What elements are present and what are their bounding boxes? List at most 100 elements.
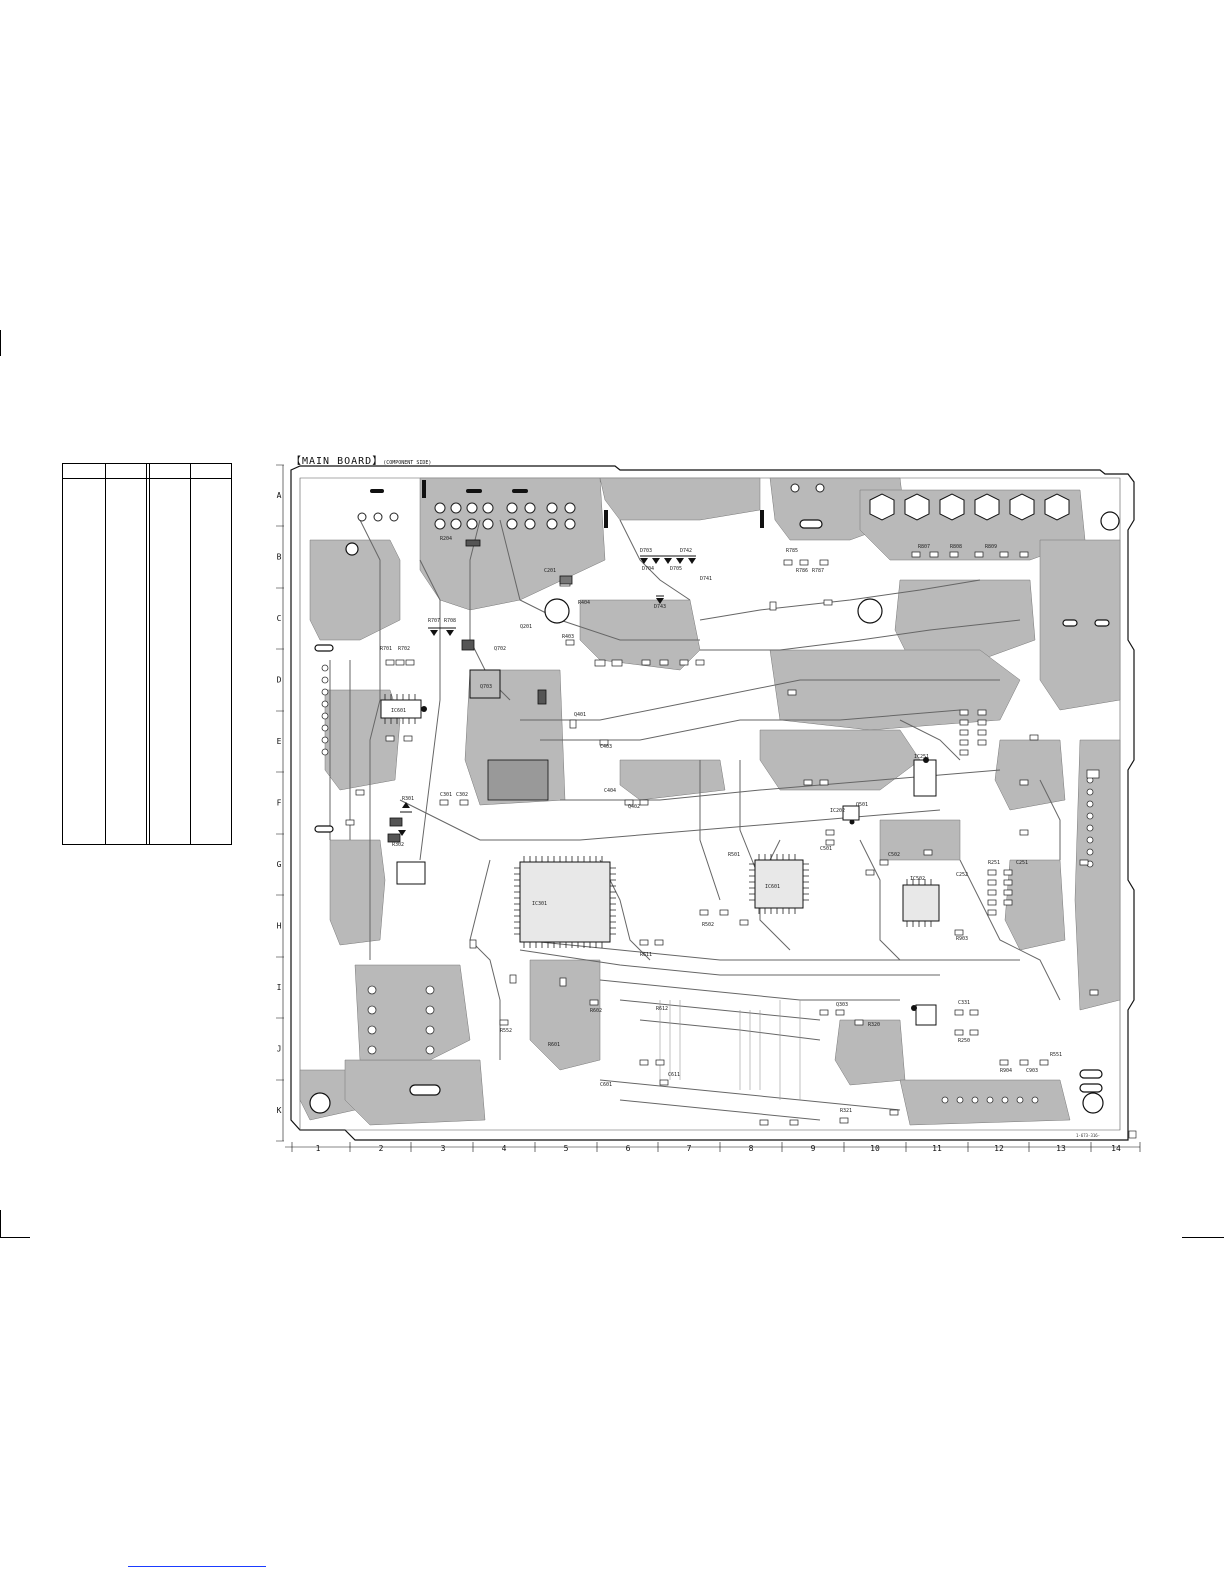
ic-package [396,861,426,885]
row-label: E [277,737,282,746]
column-label: 1 [316,1144,321,1153]
slot-pads [314,519,1110,1096]
ic-package [519,861,611,943]
ic-packages [380,669,940,1026]
mounting-hole [857,598,883,624]
row-label: I [277,983,282,992]
ic-label: IC202 [830,808,845,814]
component-label: R611 [640,952,652,958]
component-label: R903 [956,936,968,942]
board-title: 【MAIN BOARD】(COMPONENT SIDE) [291,456,432,467]
component-label: C903 [1026,1068,1038,1074]
component-label: C502 [888,852,900,858]
component-label: C201 [544,568,556,574]
component-label: R251 [988,860,1000,866]
ic-label: IC301 [532,901,547,907]
row-label: K [277,1106,282,1115]
row-label: G [277,860,282,869]
column-label: 8 [749,1144,754,1153]
column-label: 9 [811,1144,816,1153]
mounting-hole [345,542,359,556]
reference-table [62,463,232,845]
ic-package [902,884,940,922]
component-label: R320 [868,1022,880,1028]
trim-mark-bottom-left [0,1237,30,1238]
reference-table-divider [190,464,191,844]
trim-mark-left-top [0,330,1,356]
copper-pours [299,477,1121,1126]
column-label: 7 [687,1144,692,1153]
column-label: 3 [441,1144,446,1153]
row-label: B [277,553,282,562]
reference-table-divider [105,464,106,844]
component-label: C404 [604,788,616,794]
mounting-holes [309,511,1120,1114]
column-ruler [285,1142,1141,1152]
trim-mark-left-bottom [0,1210,1,1238]
component-label: R552 [500,1028,512,1034]
diode-symbols [398,558,696,836]
component-label: C611 [668,1072,680,1078]
component-label: C331 [958,1000,970,1006]
component-label: R785 [786,548,798,554]
mounting-hole [1082,1092,1104,1114]
board-title-text: MAIN BOARD [302,456,373,467]
component-label: D705 [670,566,682,572]
ic-label: IC601 [391,708,406,714]
component-label: D743 [654,604,666,610]
ic-label: IC601 [765,884,780,890]
reference-table-divider [149,464,150,844]
row-label: F [277,799,282,808]
pin-headers [321,664,1094,1104]
column-label: 4 [502,1144,507,1153]
component-label: R250 [958,1038,970,1044]
component-label: D741 [700,576,712,582]
row-grid-ticks [276,464,284,1142]
component-label: R302 [392,842,404,848]
row-label: H [277,922,282,931]
component-label: Q401 [574,712,586,718]
column-label: 13 [1056,1144,1066,1153]
component-label: R702 [398,646,410,652]
component-label: Q201 [520,624,532,630]
component-label: R787 [812,568,824,574]
ic-package [913,759,937,797]
pin1-dots [421,706,929,1011]
component-label: R601 [548,1042,560,1048]
ic-package [915,1004,937,1026]
component-label: R404 [578,600,590,606]
row-label: A [277,491,282,500]
traces [329,519,1061,1121]
drawing-code: 1-673-316- [1076,1133,1100,1138]
hex-connector-pads [869,493,1070,521]
board-subtitle: (COMPONENT SIDE) [383,460,432,466]
component-label: R786 [796,568,808,574]
component-label: R808 [950,544,962,550]
component-label: C403 [600,744,612,750]
component-labels: R707 R708 D703 D704 D705 R701 R702 Q702 … [380,536,1062,1114]
component-label: C301 [440,792,452,798]
component-label: R809 [985,544,997,550]
row-label: J [277,1045,282,1054]
ic-package [754,859,804,909]
component-label: R403 [562,634,574,640]
ic-package [842,805,860,821]
component-label: C601 [600,1082,612,1088]
component-label: Q702 [494,646,506,652]
diode-bars [400,555,696,813]
mounting-hole [1100,511,1120,531]
column-label: 5 [564,1144,569,1153]
mounting-hole [309,1092,331,1114]
component-label: D742 [680,548,692,554]
component-label: C302 [456,792,468,798]
row-label: C [277,614,282,623]
component-label: R807 [918,544,930,550]
component-label: R321 [840,1108,852,1114]
column-label: 12 [994,1144,1004,1153]
ic-package [469,669,501,699]
component-label: R612 [656,1006,668,1012]
column-label: 11 [932,1144,942,1153]
reference-table-divider [146,464,147,844]
